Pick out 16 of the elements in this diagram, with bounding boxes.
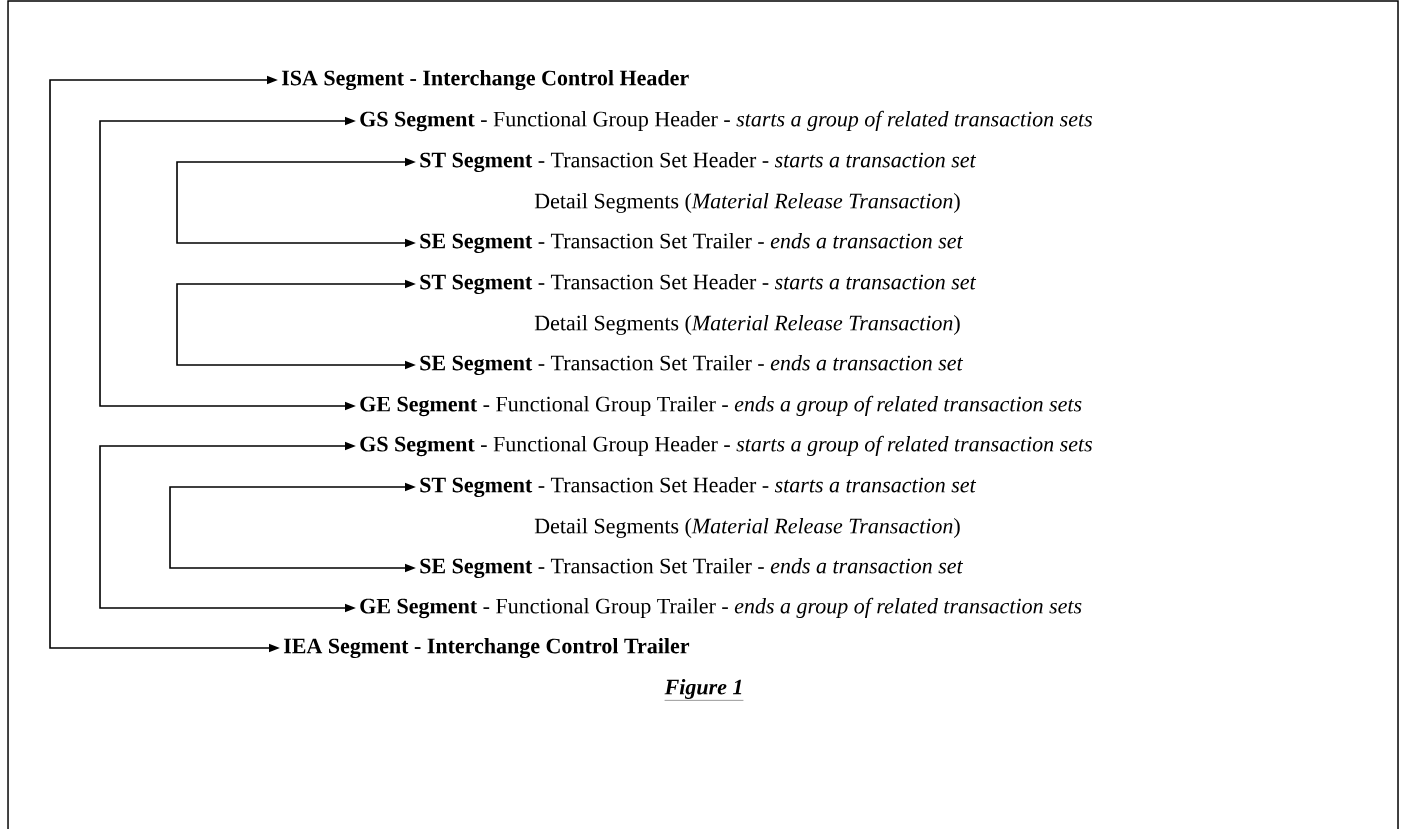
segment-text: GS Segment - Functional Group Header - starts a group of related transaction sets	[360, 435, 1092, 457]
segment-text: SE Segment - Transaction Set Trailer - ends a transaction set	[420, 557, 964, 579]
segment-text: ISA Segment - Interchange Control Header	[281, 69, 689, 91]
segment-text: GE Segment - Functional Group Trailer - ends a group of related transaction sets	[360, 395, 1082, 417]
segment-text: GE Segment - Functional Group Trailer - ends a group of related transaction sets	[360, 597, 1082, 619]
segment-text: GS Segment - Functional Group Header - starts a group of related transaction sets	[360, 110, 1092, 132]
detail-text: Detail Segments (Material Release Transaction)	[534, 193, 960, 213]
figure-caption: Figure 1	[664, 679, 744, 701]
segment-text: ST Segment - Transaction Set Header - starts a transaction set	[420, 151, 977, 173]
segment-text: SE Segment - Transaction Set Trailer - ends a transaction set	[420, 354, 964, 376]
detail-text: Detail Segments (Material Release Transaction)	[534, 315, 960, 335]
segment-text: SE Segment - Transaction Set Trailer - ends a transaction set	[420, 232, 964, 254]
segment-text: ST Segment - Transaction Set Header - starts a transaction set	[420, 273, 977, 295]
segment-text: IEA Segment - Interchange Control Trailer	[283, 637, 690, 659]
segment-text: ST Segment - Transaction Set Header - starts a transaction set	[420, 476, 977, 498]
detail-text: Detail Segments (Material Release Transaction)	[534, 518, 960, 538]
